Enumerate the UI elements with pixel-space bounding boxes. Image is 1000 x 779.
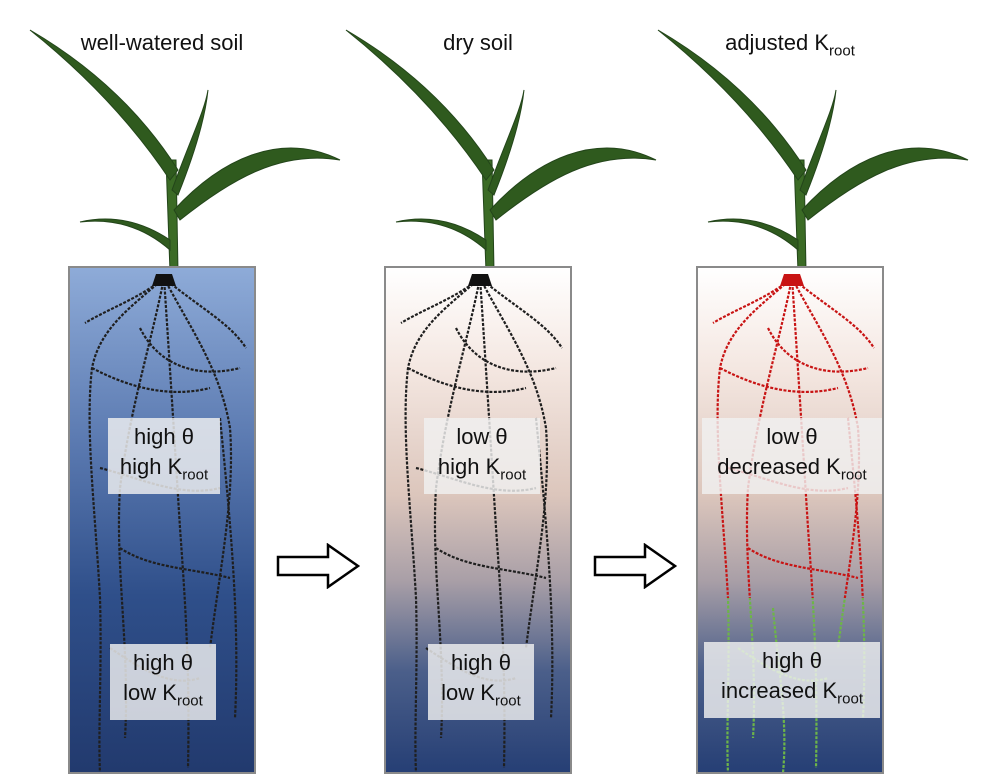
panel-title-adjusted: adjusted Kroot — [725, 30, 855, 60]
panel-title-dry: dry soil — [443, 30, 513, 55]
label-wet-upper: high θ high Kroot — [108, 418, 220, 495]
plant-icon — [29, 29, 341, 273]
label-dry-upper: low θ high Kroot — [424, 418, 540, 495]
label-adjusted-lower: high θ increased Kroot — [704, 642, 880, 719]
panel-title-wet: well-watered soil — [80, 30, 244, 55]
label-dry-lower: high θ low Kroot — [428, 644, 534, 721]
right-arrow-icon — [593, 543, 677, 589]
plant-icon — [345, 29, 657, 273]
label-wet-lower: high θ low Kroot — [110, 644, 216, 721]
root-system-icon — [84, 274, 247, 772]
plant-icon — [657, 29, 969, 273]
label-adjusted-upper: low θ decreased Kroot — [702, 418, 882, 495]
right-arrow-icon — [276, 543, 360, 589]
